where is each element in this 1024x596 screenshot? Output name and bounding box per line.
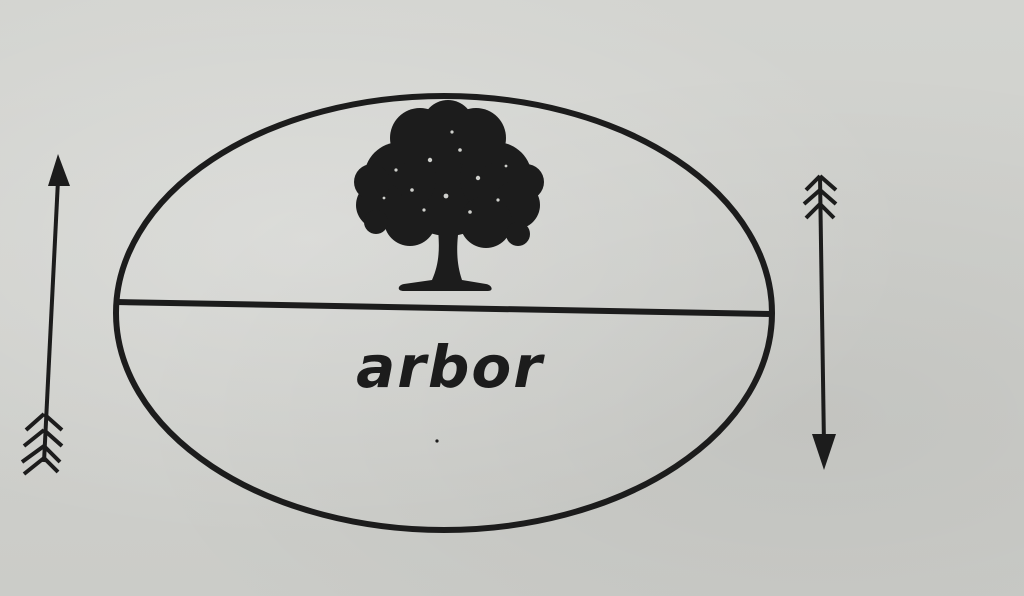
divider-line <box>115 299 773 317</box>
paper-speck <box>435 439 439 443</box>
tree-texture <box>382 130 508 214</box>
arbor-label: arbor <box>356 333 544 401</box>
right-arrow-down <box>802 174 838 470</box>
left-arrow-up <box>20 154 70 476</box>
tree-icon <box>354 100 544 291</box>
